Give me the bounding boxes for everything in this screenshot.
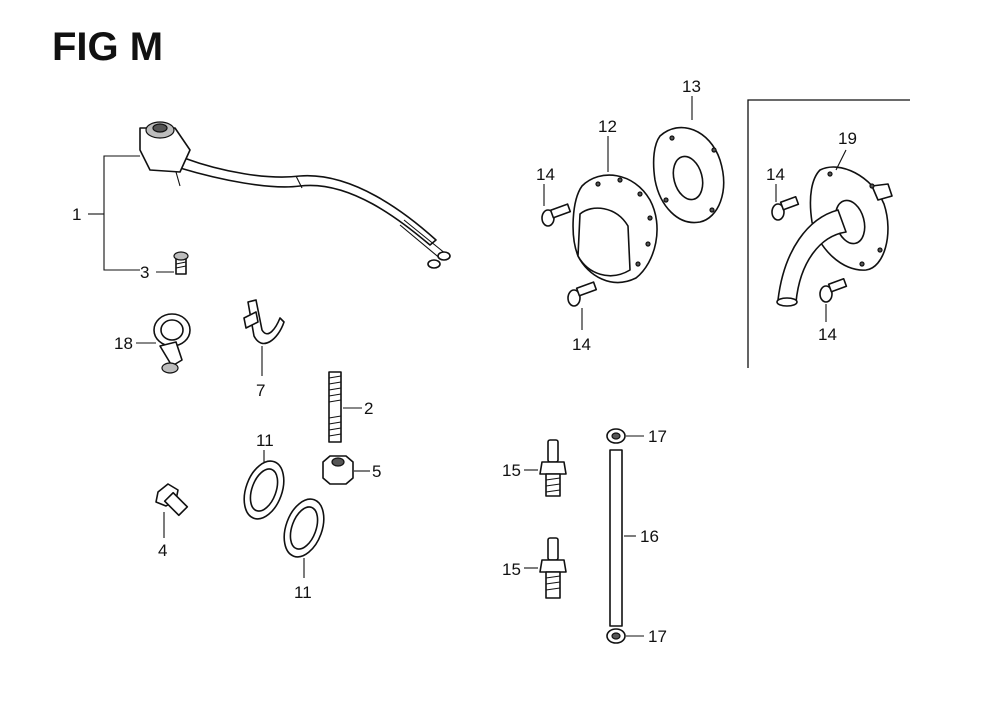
label-13: 13 <box>682 77 701 96</box>
part-11-gasket-lower <box>283 498 325 558</box>
label-14b: 14 <box>572 335 591 354</box>
label-14a: 14 <box>536 165 555 184</box>
figure-title: FIG M <box>52 25 163 69</box>
part-5-nut <box>322 455 354 485</box>
label-7: 7 <box>256 381 265 400</box>
label-11a: 11 <box>256 431 274 450</box>
leader-1 <box>103 155 140 271</box>
label-17a: 17 <box>648 427 667 446</box>
label-12: 12 <box>598 117 617 136</box>
label-11b: 11 <box>294 583 312 602</box>
label-17b: 17 <box>648 627 667 646</box>
part-14-screw-c <box>771 195 800 221</box>
label-5: 5 <box>372 462 381 481</box>
label-19: 19 <box>838 129 857 148</box>
label-15a: 15 <box>502 461 521 480</box>
part-14-screw-b <box>567 281 598 307</box>
part-7-clip <box>243 299 285 345</box>
part-4-bolt <box>155 483 189 517</box>
part-3-bolt <box>173 251 189 275</box>
part-17-clip-top <box>606 428 626 444</box>
label-16: 16 <box>640 527 659 546</box>
leader-19 <box>835 149 847 171</box>
part-11-gasket-upper <box>243 460 285 520</box>
label-18: 18 <box>114 334 133 353</box>
part-15-fitting-lower <box>539 537 567 599</box>
group-frame <box>747 99 910 368</box>
label-1: 1 <box>72 205 81 224</box>
label-14c: 14 <box>766 165 785 184</box>
part-14-screw-a <box>541 203 572 227</box>
part-19-tube-flange <box>776 166 893 307</box>
part-13-flange <box>652 126 725 224</box>
label-15b: 15 <box>502 560 521 579</box>
label-3: 3 <box>140 263 149 282</box>
part-18-clamp <box>153 313 191 374</box>
part-1-fuel-tube <box>139 121 451 269</box>
part-12-cover <box>572 174 658 284</box>
part-15-fitting-upper <box>539 439 567 497</box>
part-17-clip-bottom <box>606 628 626 644</box>
label-4: 4 <box>158 541 167 560</box>
part-2-stud <box>328 371 342 443</box>
part-14-screw-d <box>819 277 848 303</box>
part-16-tube <box>609 449 623 627</box>
label-14d: 14 <box>818 325 837 344</box>
label-2: 2 <box>364 399 373 418</box>
